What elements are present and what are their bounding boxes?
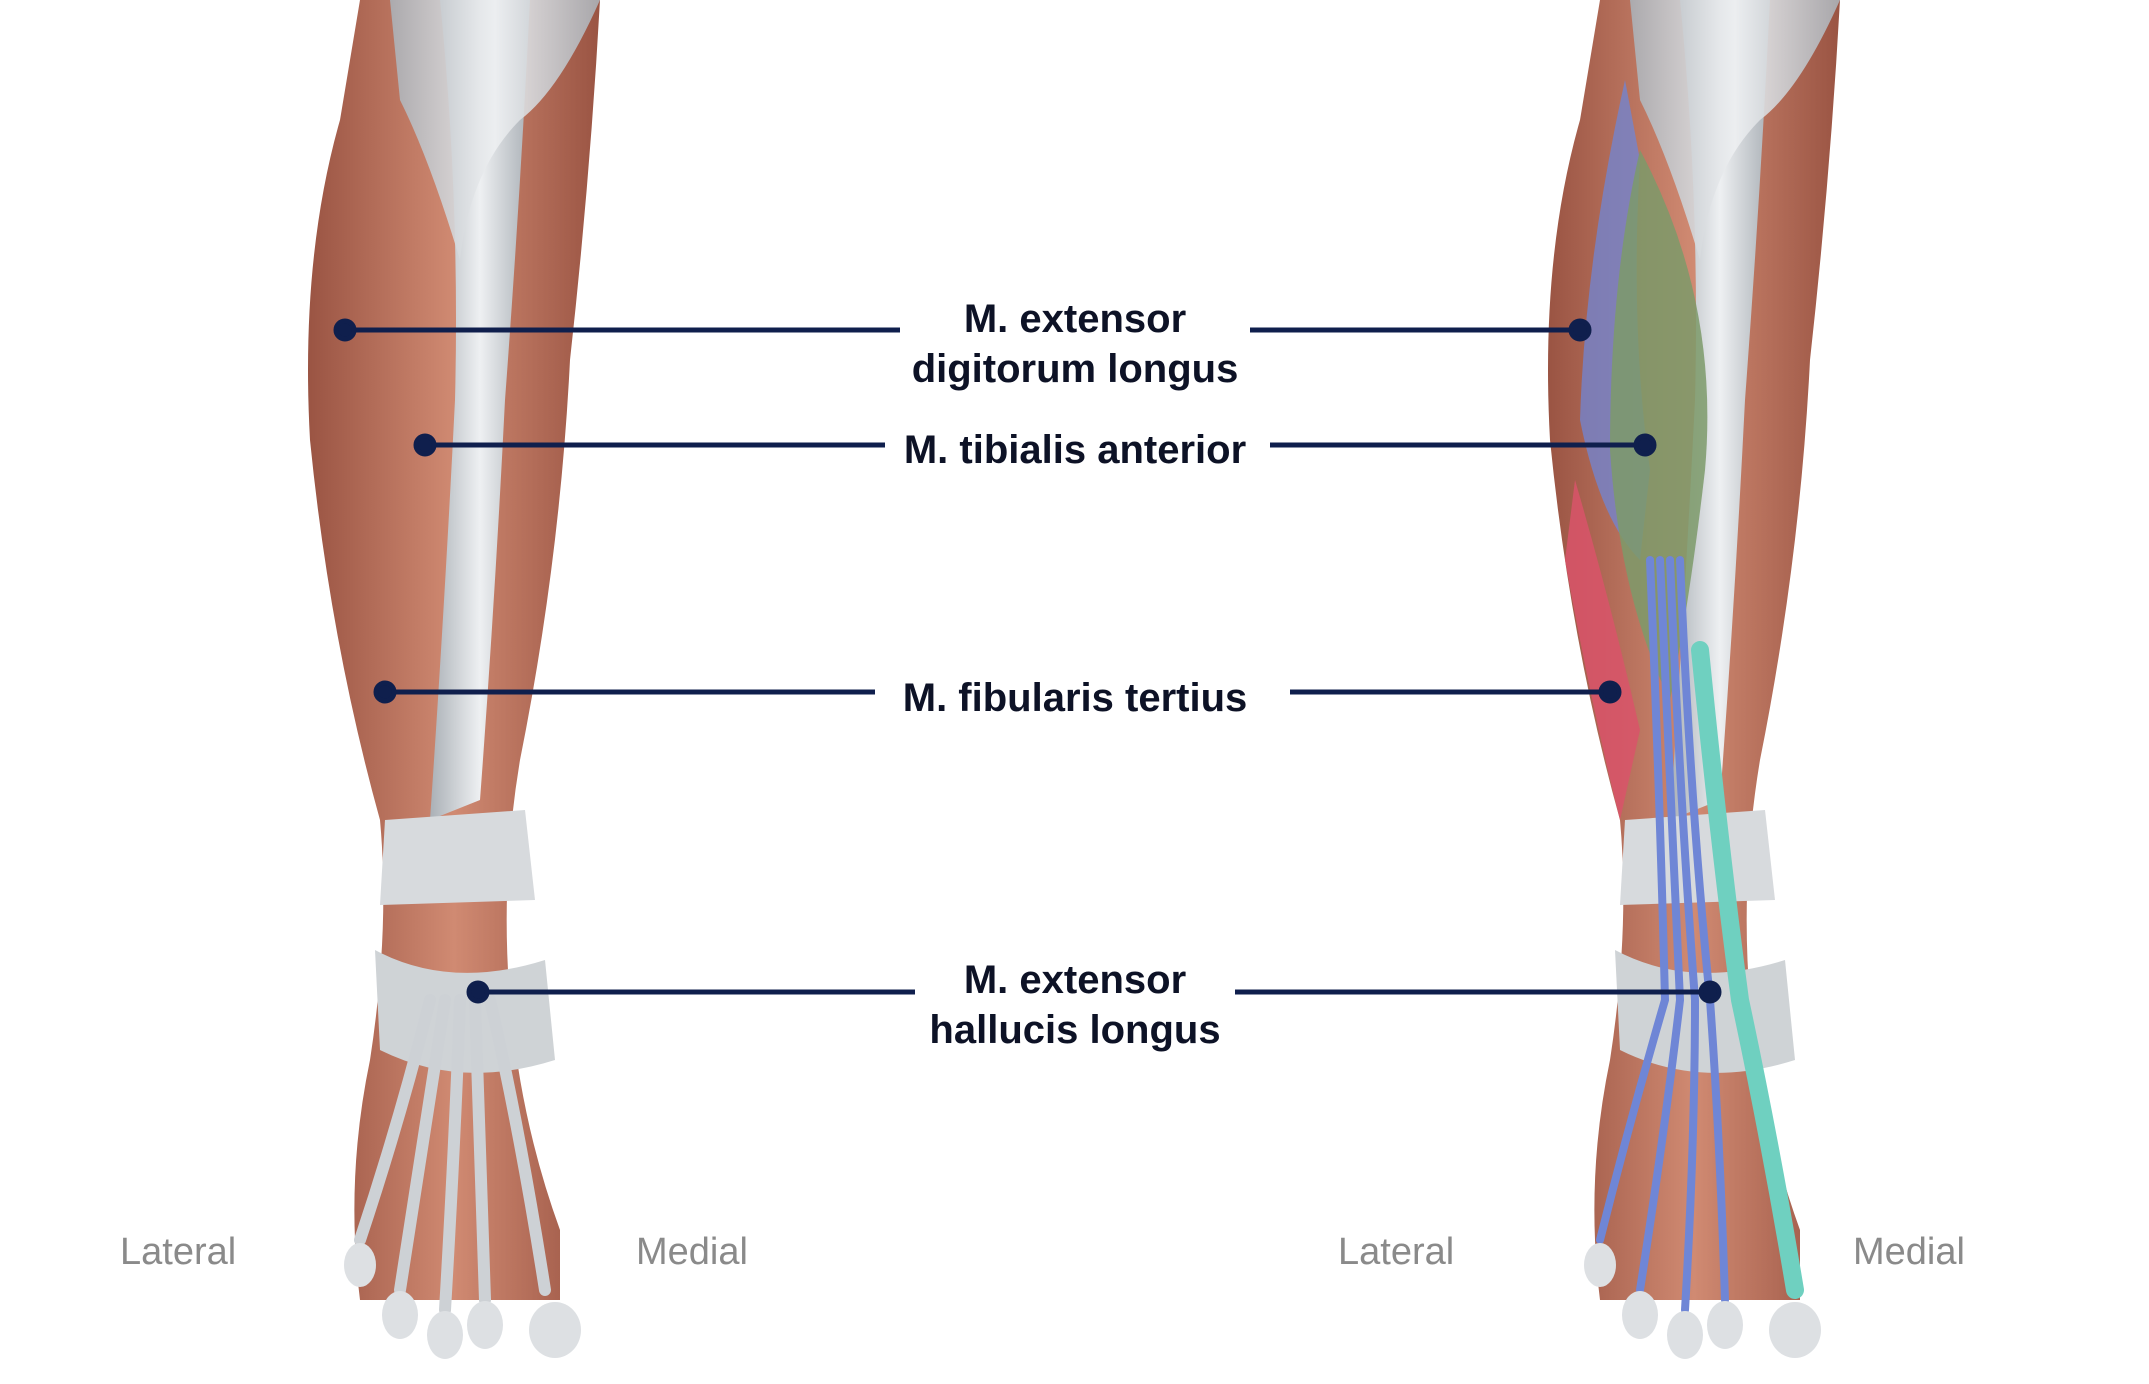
right-medial-label: Medial [1853,1231,1965,1273]
left-toes [344,1243,581,1359]
label-edl-line2: digitorum longus [911,347,1239,391]
label-edl-line1: M. extensor [963,297,1187,341]
label-extensor-hallucis-longus: M. extensor hallucis longus [880,955,1270,1055]
label-ehl-line1: M. extensor [963,958,1187,1002]
leader-ehl-right-dot [1698,980,1722,1004]
leader-ft-left-dot [373,680,397,704]
right-upper-fascia [1630,0,1840,260]
leader-lines [333,318,1722,1004]
label-extensor-digitorum-longus: M. extensor digitorum longus [880,294,1270,394]
left-medial-label: Medial [636,1231,748,1273]
left-foot-tendons [354,994,551,1316]
leader-ft-right-dot [1598,680,1622,704]
ehl-tendon [1691,641,1804,1299]
left-retinaculum [380,810,535,905]
label-tibialis-anterior: M. tibialis anterior [903,428,1247,472]
label-fibularis-tertius: M. fibularis tertius [902,676,1248,720]
leader-ta-right-dot [1633,433,1657,457]
right-toes [1584,1243,1821,1359]
leader-ta-left-dot [413,433,437,457]
right-leg-drawing [1548,0,1840,1359]
right-lateral-label: Lateral [1338,1231,1455,1273]
leader-ehl-left-dot [466,980,490,1004]
leader-edl-left-dot [333,318,357,342]
label-ehl-line2: hallucis longus [929,1008,1221,1052]
left-lateral-label: Lateral [120,1231,237,1273]
leader-edl-right-dot [1568,318,1592,342]
left-upper-fascia [390,0,600,260]
left-leg-drawing [308,0,600,1359]
fibularis-highlight [1565,480,1640,820]
